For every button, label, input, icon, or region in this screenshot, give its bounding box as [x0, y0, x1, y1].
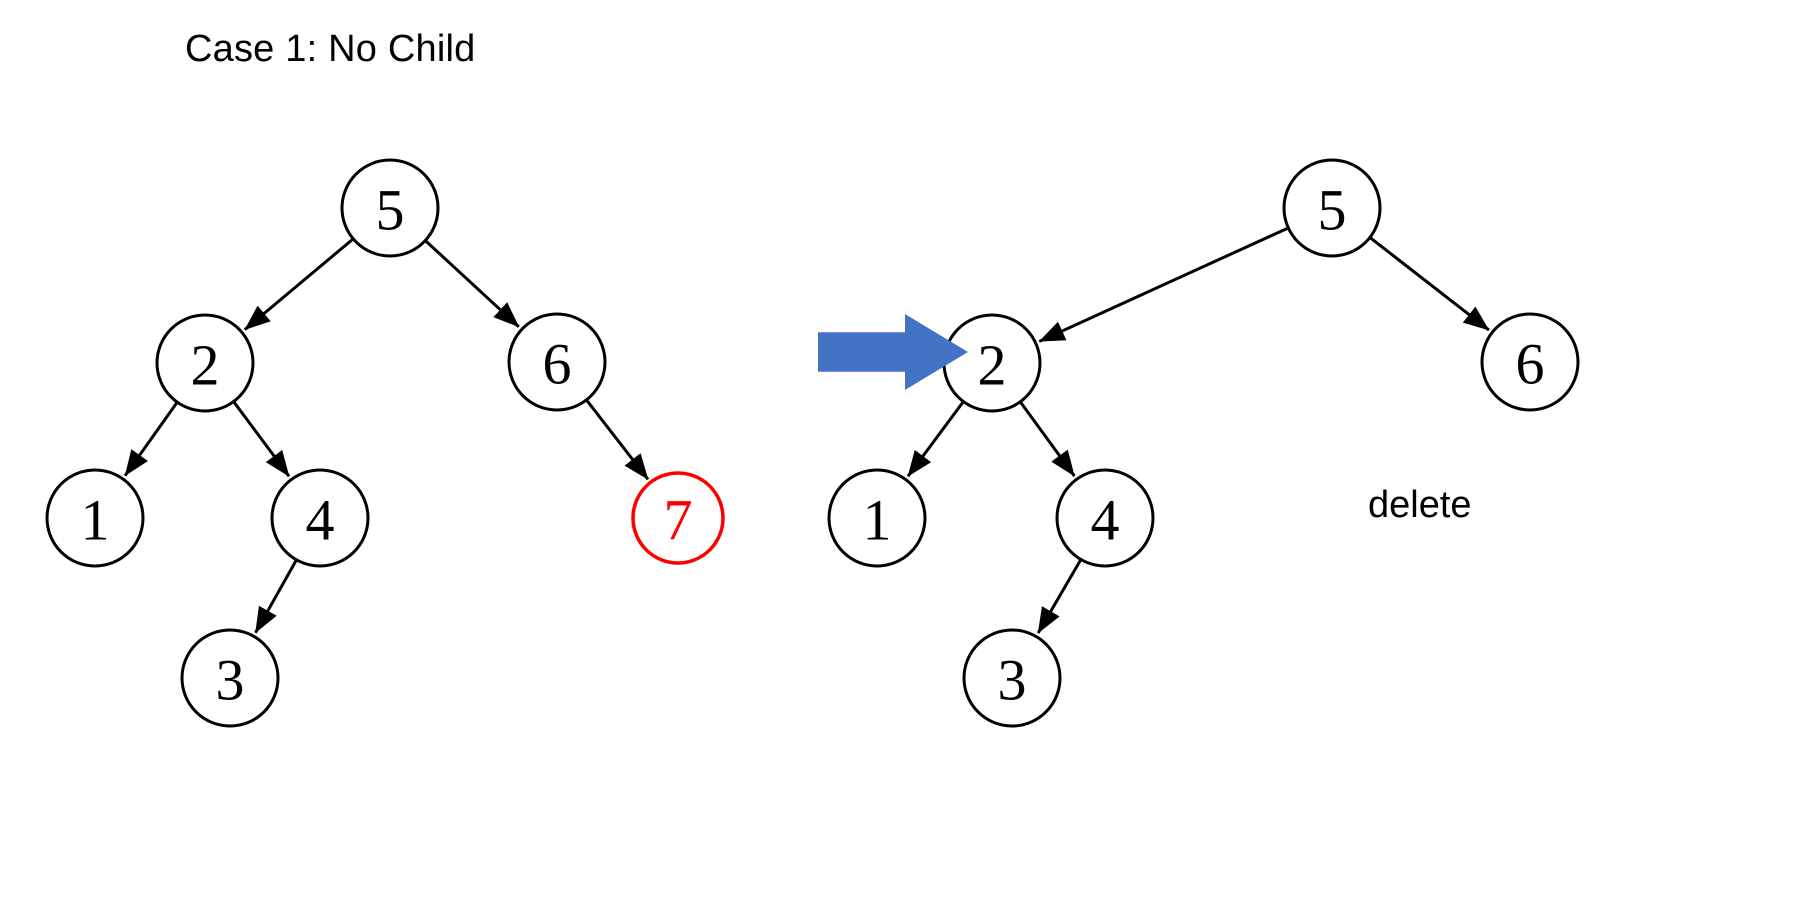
- node-label: 3: [216, 648, 245, 713]
- node-label: 2: [978, 333, 1007, 398]
- tree-edge: [585, 399, 650, 481]
- node-circle: [45, 468, 145, 568]
- tree-node-3[interactable]: 3: [180, 628, 280, 728]
- tree-edges-layer: [123, 226, 1490, 634]
- tree-node-5[interactable]: 5: [340, 158, 440, 258]
- tree-edge: [1038, 226, 1289, 343]
- node-label: 1: [863, 488, 892, 553]
- node-label: 6: [543, 332, 572, 397]
- tree-edge: [232, 401, 291, 478]
- page-title: Case 1: No Child: [185, 28, 476, 70]
- tree-edge: [243, 238, 354, 331]
- tree-edge: [1369, 236, 1490, 332]
- node-label: 6: [1516, 332, 1545, 397]
- tree-node-2[interactable]: 2: [155, 313, 255, 413]
- node-circle: [340, 158, 440, 258]
- transition-arrow-layer: [818, 314, 968, 390]
- tree-node-3[interactable]: 3: [962, 628, 1062, 728]
- tree-edge: [906, 401, 965, 478]
- node-circle: [1055, 468, 1155, 568]
- tree-node-4[interactable]: 4: [270, 468, 370, 568]
- tree-edge: [425, 240, 520, 328]
- node-circle: [507, 312, 607, 412]
- node-label: 4: [1091, 488, 1120, 553]
- node-circle: [1480, 312, 1580, 412]
- tree-node-1[interactable]: 1: [45, 468, 145, 568]
- node-label: 1: [81, 488, 110, 553]
- node-circle: [827, 468, 927, 568]
- tree-edge: [123, 402, 178, 477]
- tree-node-7[interactable]: 7: [631, 471, 725, 565]
- node-circle: [270, 468, 370, 568]
- node-circle: [631, 471, 725, 565]
- tree-node-4[interactable]: 4: [1055, 468, 1155, 568]
- node-label: 5: [376, 178, 405, 243]
- node-label: 4: [306, 488, 335, 553]
- tree-node-2[interactable]: 2: [942, 313, 1042, 413]
- tree-edge: [1036, 559, 1082, 634]
- transition-arrow-icon: [818, 314, 968, 390]
- tree-node-5[interactable]: 5: [1282, 158, 1382, 258]
- tree-node-1[interactable]: 1: [827, 468, 927, 568]
- node-circle: [155, 313, 255, 413]
- tree-nodes-layer: 5 2 6 1 4 7 3 5 2 6 1 4 3: [45, 158, 1580, 728]
- node-circle: [1282, 158, 1382, 258]
- tree-edge: [254, 559, 298, 634]
- tree-node-6[interactable]: 6: [1480, 312, 1580, 412]
- node-label: 2: [191, 333, 220, 398]
- node-label: 7: [664, 488, 693, 553]
- node-circle: [962, 628, 1062, 728]
- tree-node-6[interactable]: 6: [507, 312, 607, 412]
- tree-edge: [1019, 401, 1076, 477]
- node-circle: [180, 628, 280, 728]
- node-label: 5: [1318, 178, 1347, 243]
- delete-annotation-label: delete: [1368, 484, 1472, 526]
- node-label: 3: [998, 648, 1027, 713]
